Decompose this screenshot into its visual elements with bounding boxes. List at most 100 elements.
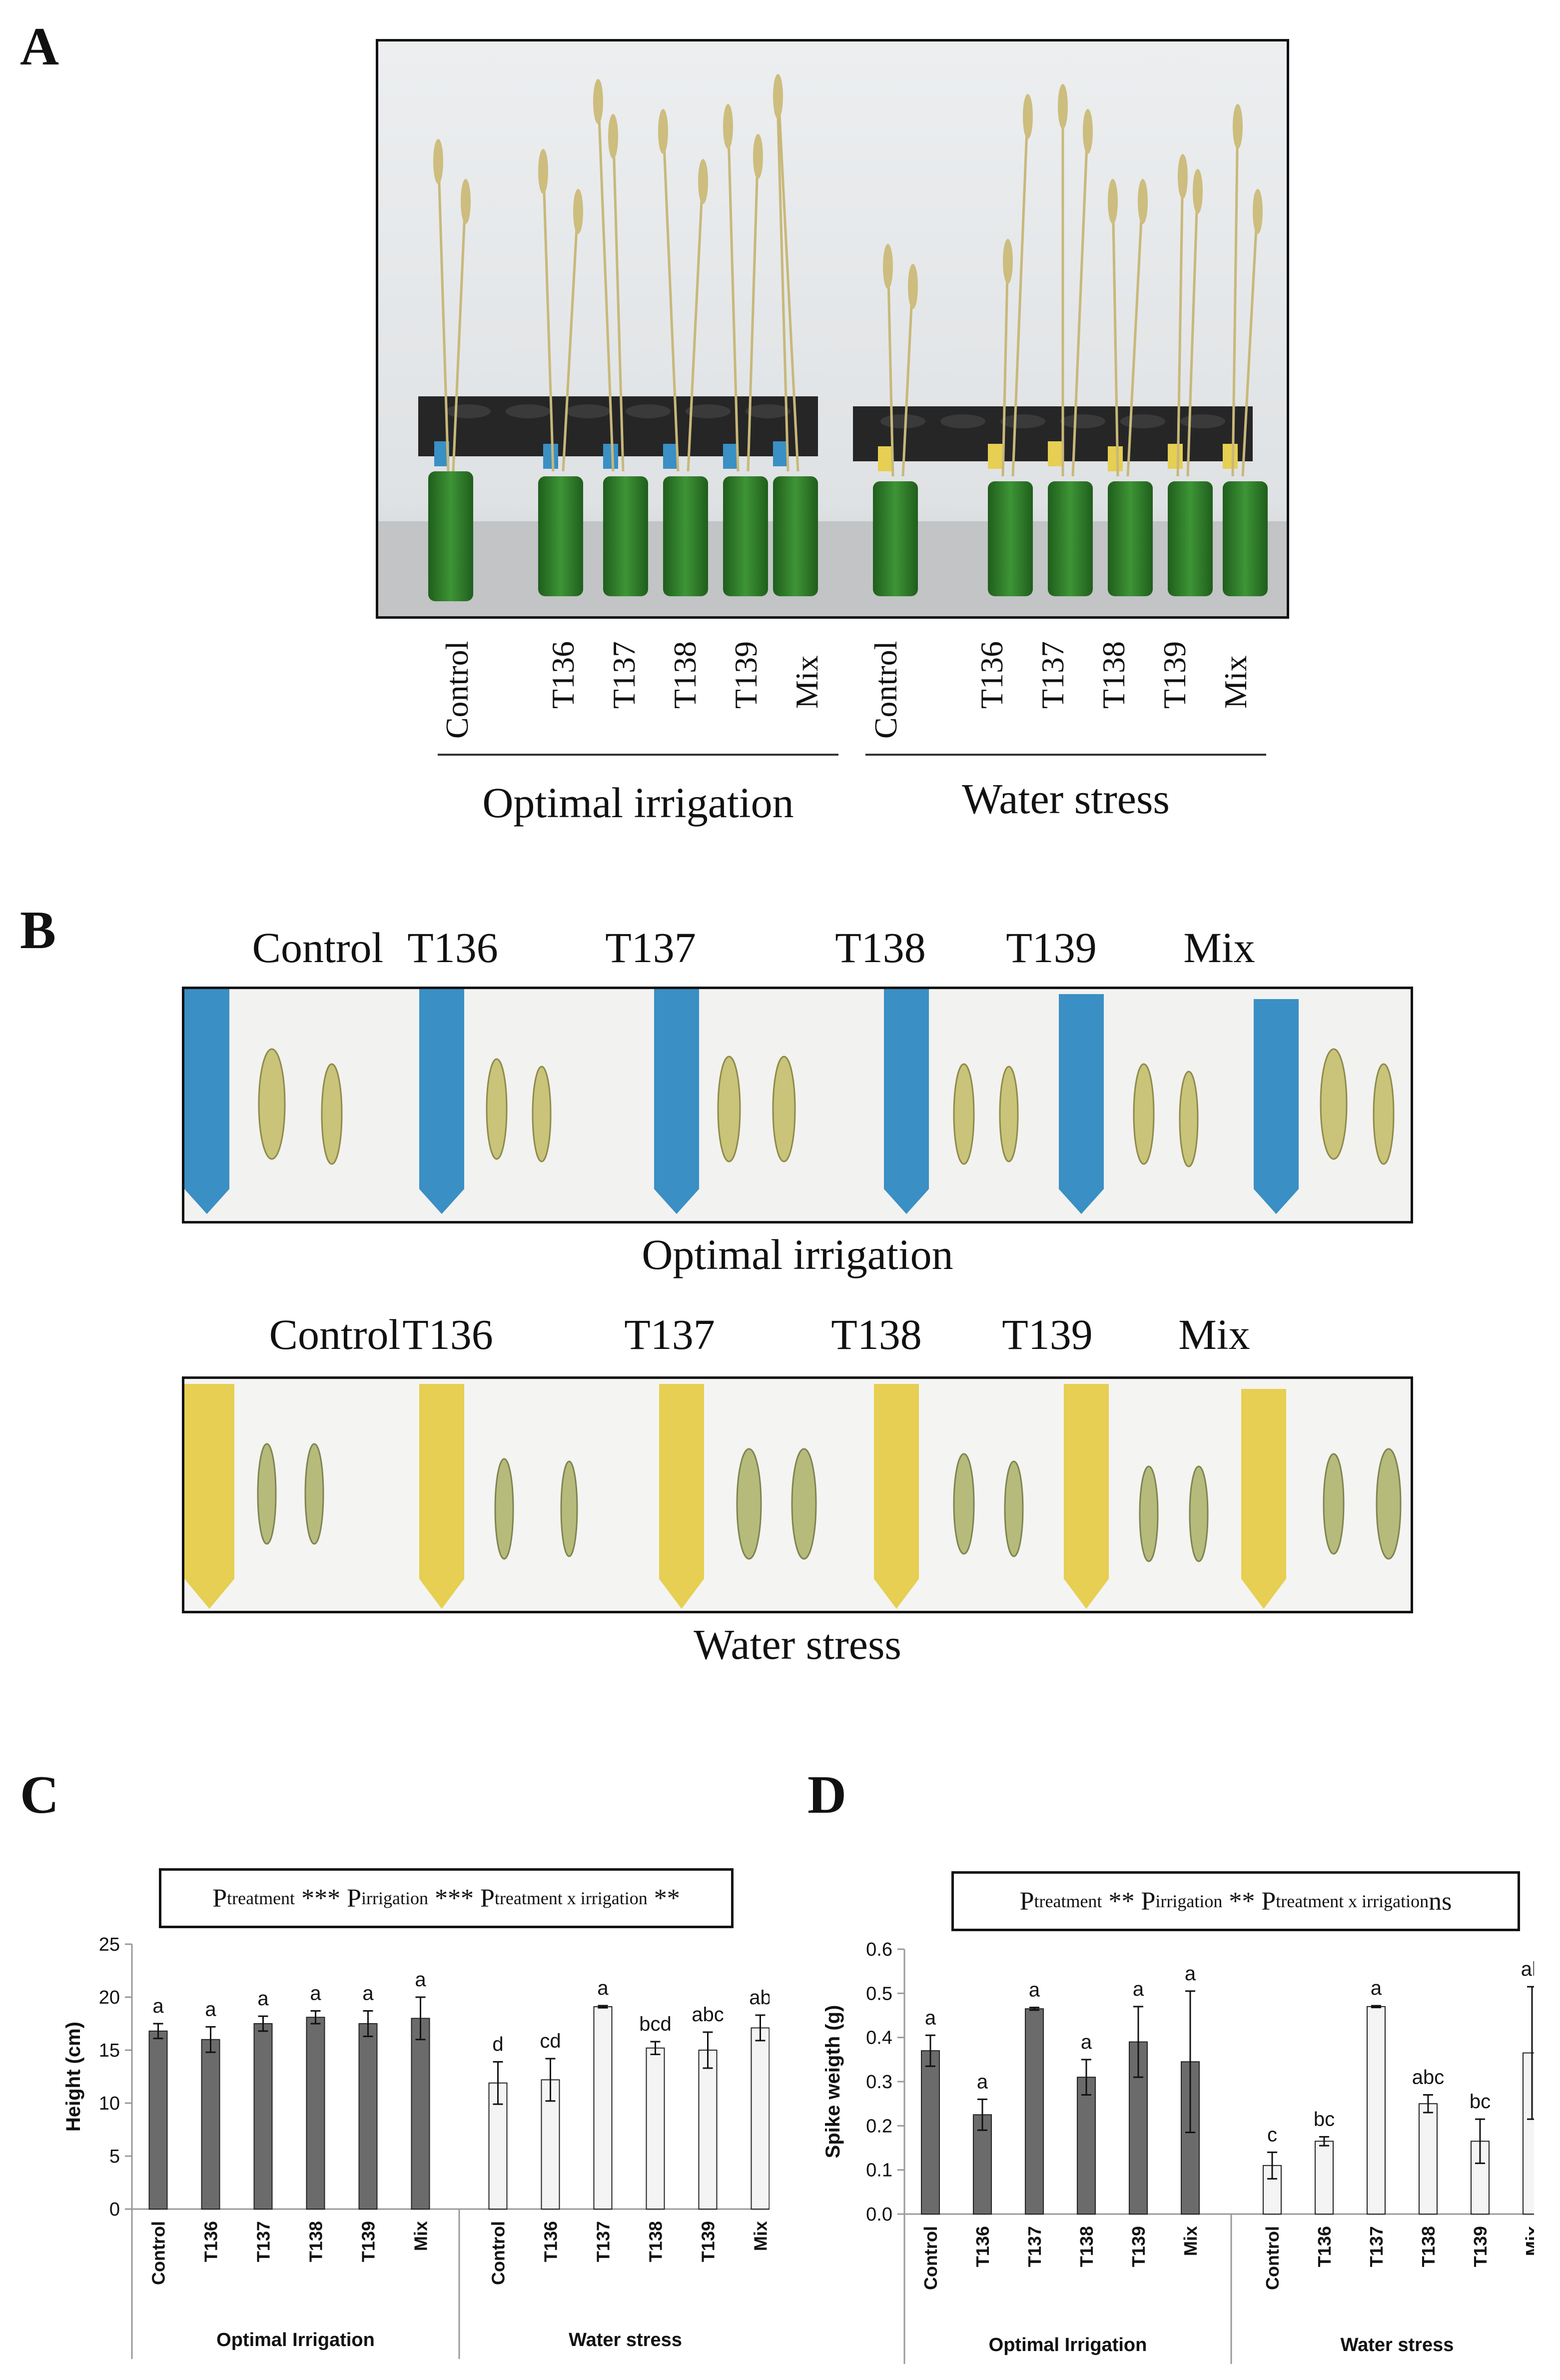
plants-photo-illustration xyxy=(378,41,1287,616)
chart-d-significance-letter: a xyxy=(1081,2031,1092,2053)
chart-d-category-label: Mix xyxy=(1522,2226,1534,2256)
label-b-stress-t136: T136 xyxy=(402,1310,493,1358)
label-a-optimal-t136: T136 xyxy=(545,641,581,709)
chart-d-bar xyxy=(1367,2006,1386,2215)
spikes-stress-illustration xyxy=(184,1379,1411,1611)
chart-d-significance-letter: ab xyxy=(1521,1958,1534,1980)
label-a-optimal-t138: T138 xyxy=(667,641,703,709)
label-a-stress-control: Control xyxy=(868,641,903,739)
chart-c-category-label: Mix xyxy=(411,2221,431,2251)
label-b-optimal-control: Control xyxy=(252,924,384,972)
chart-c-bar xyxy=(306,2017,325,2210)
label-b-stress-t137: T137 xyxy=(624,1310,715,1358)
label-b-optimal-t139: T139 xyxy=(1006,924,1097,972)
chart-c-significance-letter: ab xyxy=(749,1987,770,2009)
panel-letter-c: C xyxy=(20,1765,59,1825)
group-line-a-stress xyxy=(865,754,1266,756)
chart-c-bar xyxy=(646,2047,665,2210)
chart-c-bar xyxy=(253,2023,273,2210)
chart-c-y-tick-label: 0 xyxy=(109,2199,120,2220)
chart-d-bar xyxy=(1315,2141,1334,2215)
stats-c-v2: *** xyxy=(428,1884,480,1913)
stats-c-p2: P xyxy=(347,1884,361,1913)
chart-c-category-label: T139 xyxy=(698,2221,719,2262)
chart-c-y-axis-label: Height (cm) xyxy=(62,2022,84,2132)
chart-d-y-tick-label: 0.0 xyxy=(866,2204,892,2225)
chart-d-significance-letter: a xyxy=(1133,1978,1144,2000)
chart-d-category-label: Control xyxy=(1262,2226,1283,2290)
spikes-optimal-illustration xyxy=(184,989,1411,1221)
chart-c-category-label: T137 xyxy=(593,2221,614,2262)
chart-d-significance-letter: a xyxy=(1029,1979,1040,2001)
photo-spikes-optimal xyxy=(182,987,1413,1223)
label-b-stress-t139: T139 xyxy=(1002,1310,1093,1358)
chart-c-bar xyxy=(148,2030,168,2210)
chart-d-category-label: T136 xyxy=(1314,2226,1335,2267)
chart-c-significance-letter: a xyxy=(597,1977,609,1999)
chart-c-significance-letter: a xyxy=(362,1983,374,2005)
chart-d-bar xyxy=(1025,2008,1044,2215)
chart-d-category-label: T137 xyxy=(1366,2226,1387,2267)
stats-c-v3: ** xyxy=(647,1884,680,1913)
chart-d-significance-letter: a xyxy=(1185,1963,1196,1985)
chart-c-bar xyxy=(593,2006,613,2210)
chart-d-category-label: T138 xyxy=(1418,2226,1439,2267)
chart-c-bar xyxy=(358,2023,378,2210)
chart-d-category-label: T139 xyxy=(1128,2226,1149,2267)
chart-d-y-tick-label: 0.5 xyxy=(866,1983,892,2004)
chart-c-y-tick-label: 15 xyxy=(99,2040,120,2061)
chart-c-category-label: T136 xyxy=(541,2221,561,2262)
chart-d-y-tick-label: 0.3 xyxy=(866,2072,892,2093)
chart-c-significance-letter: a xyxy=(205,1998,216,2020)
label-a-stress-mix: Mix xyxy=(1218,655,1253,709)
chart-d-category-label: T137 xyxy=(1024,2226,1045,2267)
stats-d-p2: P xyxy=(1141,1887,1156,1916)
stats-d-v3: ns xyxy=(1429,1887,1452,1916)
stats-c-sub3: treatment x irrigation xyxy=(494,1888,648,1908)
chart-d-category-label: T139 xyxy=(1470,2226,1491,2267)
chart-c-group-label-optimal: Optimal Irrigation xyxy=(216,2330,375,2351)
chart-d-y-tick-label: 0.4 xyxy=(866,2028,892,2049)
label-a-stress-t137: T137 xyxy=(1035,641,1070,709)
chart-c-category-label: T139 xyxy=(358,2221,379,2262)
chart-d-significance-letter: a xyxy=(925,2007,936,2029)
chart-d-y-tick-label: 0.2 xyxy=(866,2116,892,2137)
stats-c-sub2: irrigation xyxy=(361,1888,428,1908)
stats-d-sub3: treatment x irrigation xyxy=(1276,1891,1429,1911)
chart-d-y-tick-label: 0.1 xyxy=(866,2160,892,2181)
label-b-optimal-t137: T137 xyxy=(605,924,696,972)
stats-c-p3: P xyxy=(480,1884,495,1913)
photo-spikes-stress xyxy=(182,1376,1413,1613)
chart-c-bar xyxy=(698,2050,718,2210)
stats-d-p3: P xyxy=(1261,1887,1276,1916)
label-a-stress-t139: T139 xyxy=(1157,641,1192,709)
label-b-optimal-t138: T138 xyxy=(835,924,926,972)
chart-c-category-label: T138 xyxy=(306,2221,326,2262)
chart-c-category-label: T138 xyxy=(646,2221,666,2262)
chart-d-significance-letter: bc xyxy=(1470,2091,1491,2113)
chart-d-category-label: Control xyxy=(920,2226,941,2290)
chart-c-significance-letter: cd xyxy=(540,2030,561,2052)
label-b-stress-mix: Mix xyxy=(1178,1310,1250,1358)
chart-c-significance-letter: a xyxy=(257,1988,269,2010)
stats-c-p1: P xyxy=(212,1884,227,1913)
label-a-optimal-mix: Mix xyxy=(789,655,824,709)
chart-c-y-tick-label: 10 xyxy=(99,2093,120,2114)
chart-c-significance-letter: a xyxy=(415,1969,426,1991)
chart-d-bar xyxy=(973,2114,992,2215)
group-label-b-optimal: Optimal irrigation xyxy=(642,1230,953,1278)
chart-c-category-label: Mix xyxy=(751,2221,770,2251)
chart-c-bar xyxy=(201,2039,220,2210)
chart-d-y-tick-label: 0.6 xyxy=(866,1939,892,1960)
label-b-stress-control: Control xyxy=(269,1310,401,1358)
chart-d-category-label: T138 xyxy=(1076,2226,1097,2267)
chart-d-bar xyxy=(921,2050,940,2215)
chart-c-significance-letter: bcd xyxy=(639,2013,672,2035)
label-b-optimal-mix: Mix xyxy=(1183,924,1255,972)
chart-c-significance-letter: a xyxy=(152,1995,164,2017)
stats-d-v2: ** xyxy=(1222,1887,1262,1916)
chart-d-significance-letter: a xyxy=(977,2071,988,2093)
label-b-optimal-t136: T136 xyxy=(407,924,498,972)
chart-c-y-tick-label: 20 xyxy=(99,1987,120,2008)
